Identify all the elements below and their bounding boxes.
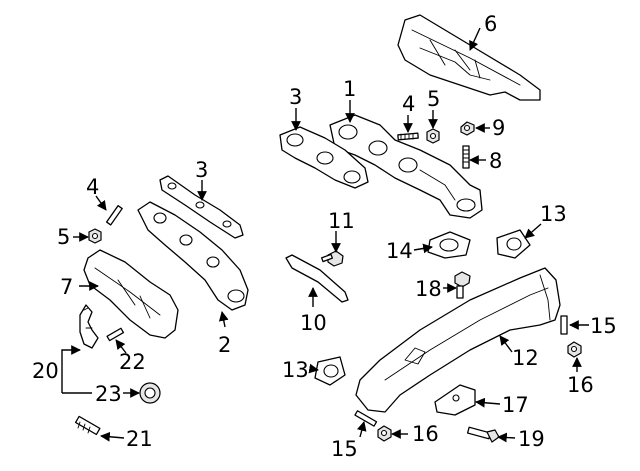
callout-17: 17 (502, 393, 529, 417)
callout-1: 1 (343, 77, 356, 101)
callout-13-left: 13 (282, 358, 309, 382)
callout-9: 9 (492, 116, 505, 140)
part-sensor-23 (139, 382, 161, 404)
callout-14: 14 (386, 239, 413, 263)
callout-16-right: 16 (567, 373, 594, 397)
callout-13-right: 13 (540, 202, 567, 226)
part-nut-16-right (567, 341, 582, 358)
part-bolt-21 (74, 415, 101, 436)
part-stud-15-lower (354, 410, 378, 427)
callout-21: 21 (126, 427, 153, 451)
callout-4-right: 4 (402, 92, 415, 116)
callout-18: 18 (415, 277, 442, 301)
part-sensor-bracket (79, 304, 99, 349)
part-heat-shield-right (397, 14, 541, 101)
callout-11: 11 (328, 209, 355, 233)
callout-19: 19 (518, 427, 545, 451)
part-bolt-19 (466, 426, 500, 443)
callout-8: 8 (489, 149, 502, 173)
part-stud-8 (462, 145, 470, 169)
callout-10: 10 (300, 311, 327, 335)
part-crossover-pipe-12 (355, 267, 561, 413)
part-exhaust-manifold-right (329, 114, 483, 219)
part-exhaust-manifold-left (137, 201, 249, 311)
callout-15-lower: 15 (331, 437, 358, 461)
callout-3-right: 3 (289, 85, 302, 109)
callout-labels: 1 2 3 3 4 4 5 5 6 7 8 9 10 11 12 13 13 1… (32, 12, 617, 461)
part-bracket-10 (285, 254, 349, 303)
callout-5-right: 5 (427, 87, 440, 111)
part-nut-right (426, 128, 440, 144)
part-heat-shield-left (83, 249, 179, 339)
part-nut-9 (460, 121, 475, 136)
callout-4-left: 4 (86, 175, 99, 199)
callout-2: 2 (218, 333, 231, 357)
callout-3-left: 3 (195, 158, 208, 182)
part-stud-left (105, 205, 123, 226)
callout-16-lower: 16 (412, 422, 439, 446)
callout-7: 7 (60, 275, 73, 299)
part-bolt-18 (454, 271, 471, 299)
part-gasket-13-right (496, 229, 531, 259)
callout-12: 12 (512, 346, 539, 370)
leader-lines (61, 27, 589, 443)
part-gasket-right (279, 126, 369, 189)
part-stud-15-right (560, 315, 568, 335)
callout-20: 20 (32, 359, 59, 383)
part-stud-22 (106, 327, 125, 342)
part-nut-16-lower (377, 425, 392, 442)
part-gasket-left (159, 175, 244, 239)
part-stud-right (397, 132, 419, 141)
callout-22: 22 (119, 350, 146, 374)
callout-23: 23 (95, 382, 122, 406)
part-bracket-17 (434, 384, 476, 416)
callout-6: 6 (484, 12, 497, 36)
callout-15-right: 15 (590, 314, 617, 338)
part-bolt-11 (320, 250, 344, 267)
part-gasket-13-left (314, 356, 346, 386)
callout-5-left: 5 (57, 225, 70, 249)
part-gasket-14 (427, 231, 471, 259)
part-nut-left (88, 228, 102, 244)
